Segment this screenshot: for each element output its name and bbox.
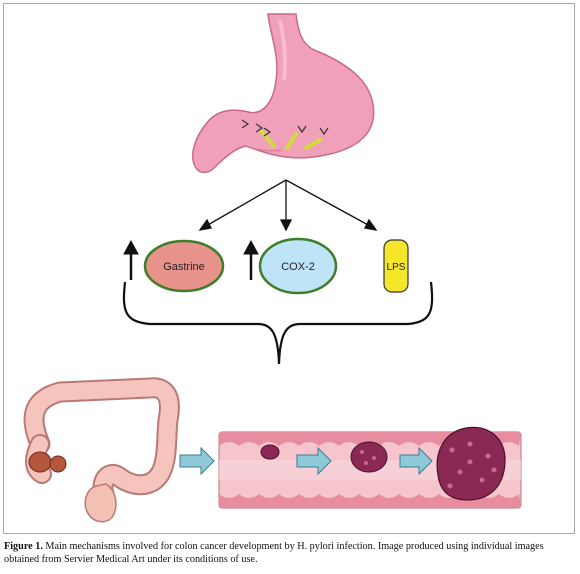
- figure-caption: Figure 1. Main mechanisms involved for c…: [4, 541, 578, 566]
- block-arrow-icon: [296, 446, 332, 476]
- up-arrow-icon: [123, 239, 139, 280]
- cox2-label: COX-2: [281, 261, 315, 273]
- stomach: [192, 13, 375, 174]
- curly-brace: [122, 281, 434, 365]
- figure-label: Figure 1.: [4, 541, 43, 552]
- up-arrow-icon: [243, 239, 259, 280]
- figure-frame: [3, 3, 575, 534]
- gastrine-node: Gastrine: [143, 239, 225, 293]
- polyp-medium: [350, 441, 388, 473]
- caption-text: Main mechanisms involved for colon cance…: [4, 541, 544, 565]
- tumor-large: [436, 426, 506, 501]
- lps-label: LPS: [387, 262, 406, 273]
- cox2-node: COX-2: [258, 237, 338, 295]
- gastrine-label: Gastrine: [163, 261, 205, 273]
- lps-node: LPS: [383, 239, 409, 293]
- intestine-tumor: [28, 451, 67, 473]
- block-arrow-icon: [399, 446, 433, 476]
- h-pylori-bacteria: [241, 119, 329, 150]
- polyp-small: [260, 444, 280, 460]
- large-intestine: [23, 377, 180, 523]
- branch-arrows: [198, 179, 378, 232]
- diagram-canvas: Gastrine COX-2 LPS: [23, 13, 522, 523]
- block-arrow-icon: [179, 446, 215, 476]
- colon-section: [179, 426, 522, 509]
